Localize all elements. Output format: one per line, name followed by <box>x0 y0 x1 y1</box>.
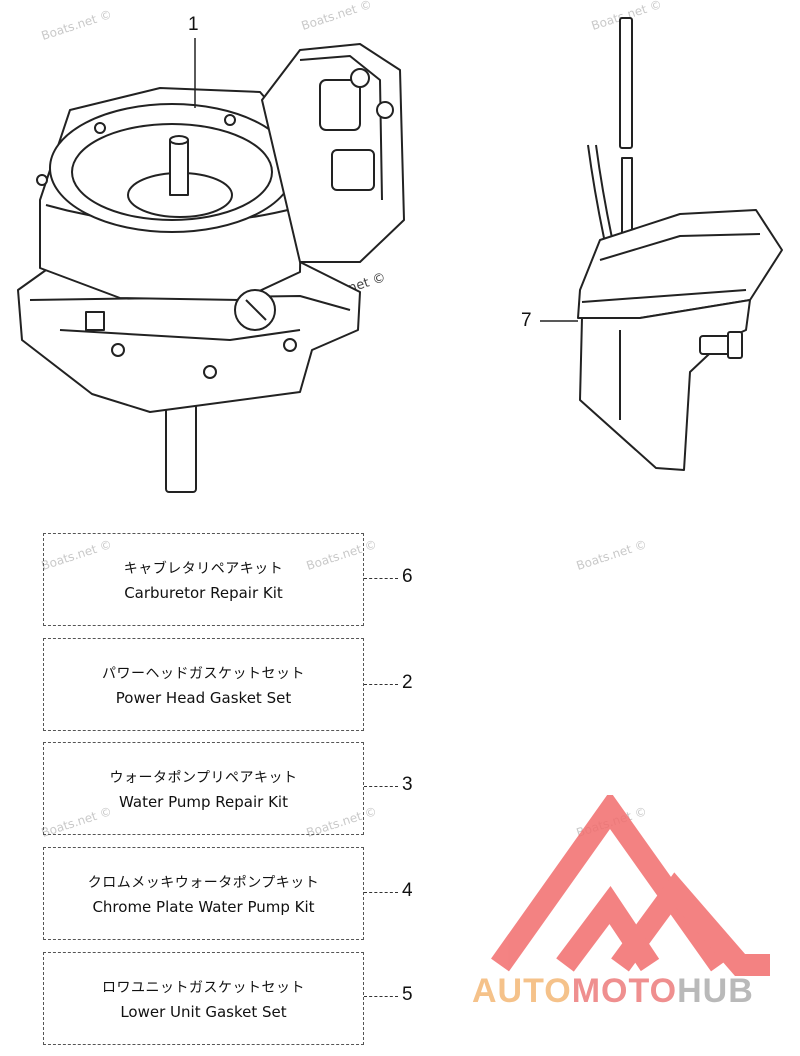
leader-line <box>364 578 398 579</box>
logo-text-moto: MOTO <box>571 972 678 1010</box>
lower-unit-drawing <box>577 17 783 471</box>
kit-box-power-head-gasket: パワーヘッドガスケットセット Power Head Gasket Set <box>43 638 364 731</box>
kit-name-jp: キャブレタリペアキット <box>123 561 284 577</box>
leader-line <box>364 684 398 685</box>
logo-text-hub: HUB <box>677 972 754 1010</box>
kit-box-chrome-water-pump: クロムメッキウォータポンプキット Chrome Plate Water Pump… <box>43 847 364 940</box>
kit-name-en: Carburetor Repair Kit <box>124 584 283 602</box>
leader-line <box>364 996 398 997</box>
kit-callout-number: 4 <box>402 880 413 901</box>
leader-line <box>540 320 578 322</box>
logo-text-auto: AUTO <box>472 972 572 1010</box>
kit-callout-number: 2 <box>402 672 413 693</box>
kit-name-jp: ウォータポンプリペアキット <box>109 770 298 786</box>
kit-name-en: Water Pump Repair Kit <box>119 793 288 811</box>
automotohub-logo-mark <box>491 795 770 976</box>
kit-box-carburetor-repair: キャブレタリペアキット Carburetor Repair Kit <box>43 533 364 626</box>
kit-name-en: Chrome Plate Water Pump Kit <box>92 898 315 916</box>
leader-line <box>364 786 398 787</box>
kit-callout-number: 6 <box>402 566 413 587</box>
power-head-drawing <box>17 43 405 493</box>
kit-name-jp: パワーヘッドガスケットセット <box>102 666 305 682</box>
kit-callout-number: 3 <box>402 774 413 795</box>
kit-name-en: Lower Unit Gasket Set <box>120 1003 287 1021</box>
kit-name-jp: ロワユニットガスケットセット <box>102 980 305 996</box>
callout-power-head: 1 <box>188 14 199 35</box>
kit-name-jp: クロムメッキウォータポンプキット <box>87 875 320 891</box>
watermark: Boats.net © <box>574 537 649 573</box>
automotohub-logo-text: AUTOMOTOHUB <box>472 972 754 1011</box>
callout-lower-unit: 7 <box>521 310 532 331</box>
kit-name-en: Power Head Gasket Set <box>115 689 292 707</box>
leader-line <box>194 38 196 108</box>
kit-callout-number: 5 <box>402 984 413 1005</box>
kit-box-lower-unit-gasket: ロワユニットガスケットセット Lower Unit Gasket Set <box>43 952 364 1045</box>
leader-line <box>364 892 398 893</box>
kit-box-water-pump-repair: ウォータポンプリペアキット Water Pump Repair Kit <box>43 742 364 835</box>
